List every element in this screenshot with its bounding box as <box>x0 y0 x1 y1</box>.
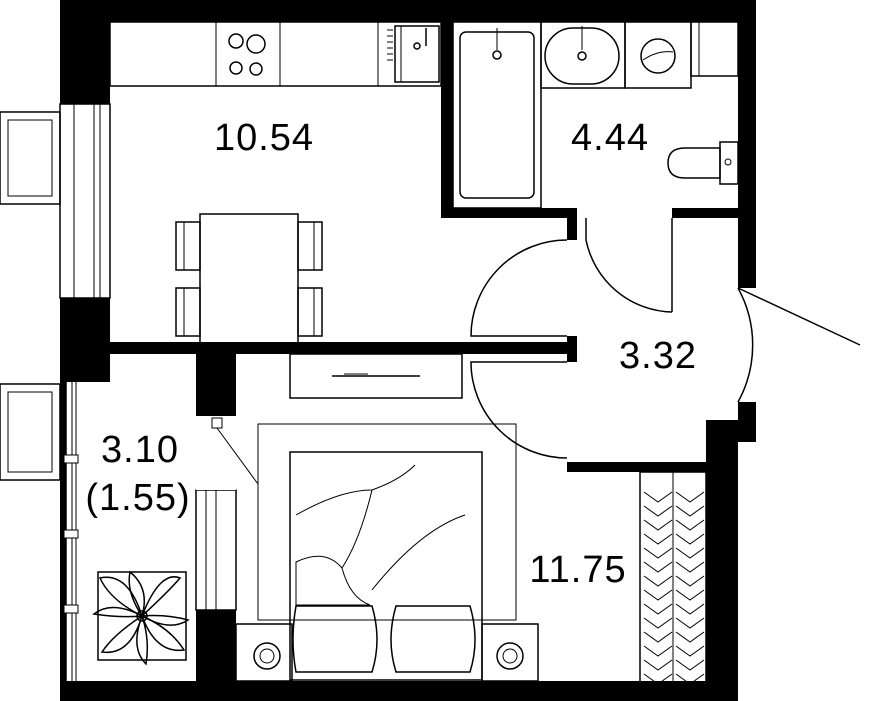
sink-icon <box>387 25 440 83</box>
wall-bottom <box>60 681 738 701</box>
wardrobe-hatch-line <box>675 519 705 531</box>
kitchen-window-sill <box>0 111 61 205</box>
kitchen-door-swing <box>470 239 568 337</box>
hallway-area-label: 3.32 <box>619 335 697 377</box>
tv-stand <box>289 353 463 399</box>
bathtub-icon <box>452 21 542 209</box>
wall-right-upper <box>738 0 756 288</box>
stove-icon <box>228 33 266 76</box>
wardrobe-hatch-line <box>643 547 673 559</box>
wardrobe-hatch-line <box>675 533 705 545</box>
wardrobe-hatch-line <box>643 603 673 615</box>
wardrobe-hatch-line <box>675 645 705 657</box>
wardrobe-hatch-line <box>643 673 673 685</box>
wall-kitchen-bedroom <box>60 342 570 354</box>
bedroom-fixtures <box>235 353 539 682</box>
plant-icon <box>92 570 190 666</box>
wardrobe-hatch-line <box>643 631 673 643</box>
wardrobe-hatch-line <box>675 603 705 615</box>
wardrobe-hatch-line <box>643 561 673 573</box>
wall-jamb-mid <box>567 336 577 362</box>
wardrobe-hatch-line <box>675 673 705 685</box>
wall-bath-bottom-right <box>672 208 742 218</box>
wall-balcony-right-lower <box>196 610 236 701</box>
wardrobe-hatch-line <box>643 645 673 657</box>
room-labels: 10.54 4.44 3.32 11.75 3.10 (1.55) <box>85 117 697 591</box>
bathroom-area-label: 4.44 <box>571 117 649 159</box>
wardrobe-hatch-line <box>675 561 705 573</box>
walls <box>60 0 756 701</box>
kitchen-counter <box>109 21 442 87</box>
kitchen-area-label: 10.54 <box>214 117 314 159</box>
washbasin-icon <box>540 21 626 89</box>
bedroom-door-swing <box>470 361 568 459</box>
wardrobe-hatch-line <box>675 631 705 643</box>
wall-left-middle <box>60 298 110 382</box>
wardrobe-hatch-line <box>643 491 673 503</box>
wall-balcony-left <box>60 382 66 682</box>
windows <box>0 103 707 683</box>
bathroom-door-swing <box>585 218 673 313</box>
wall-top <box>60 0 756 22</box>
kitchen-window <box>59 103 111 299</box>
doors <box>470 218 861 459</box>
wall-bath-left <box>441 0 453 218</box>
washing-machine-icon <box>624 21 692 89</box>
wardrobe-hatch <box>643 491 705 685</box>
wardrobe-hatch-line <box>643 505 673 517</box>
wardrobe-hatch-line <box>643 519 673 531</box>
wardrobe-hatch-line <box>675 617 705 629</box>
wardrobe-hatch-line <box>643 659 673 671</box>
wardrobe-hatch-line <box>675 659 705 671</box>
wardrobe-hatch-line <box>675 491 705 503</box>
bed-icon <box>253 451 524 681</box>
wall-left-upper <box>60 0 110 104</box>
balcony-reduced-area-label: (1.55) <box>85 477 190 519</box>
balcony-window-sill <box>0 383 61 481</box>
wardrobe-hatch-line <box>675 547 705 559</box>
wall-hall-bottom <box>567 462 727 472</box>
wardrobe-hatch-line <box>675 589 705 601</box>
wardrobe-hatch-line <box>643 617 673 629</box>
balcony-area-label: 3.10 <box>101 429 179 471</box>
wardrobe-hatch-line <box>643 533 673 545</box>
wall-bath-bottom-left <box>441 208 577 218</box>
bathroom-fixtures <box>452 21 739 209</box>
bath-shelf <box>690 21 739 77</box>
toilet-icon <box>667 141 739 185</box>
wardrobe-hatch-line <box>643 575 673 587</box>
bedroom-area-label: 11.75 <box>529 549 626 591</box>
wardrobe-hatch-line <box>675 575 705 587</box>
dining-table-icon <box>175 213 323 345</box>
kitchen-fixtures <box>109 21 442 345</box>
bedroom-rug <box>257 423 517 621</box>
wardrobe-hatch-line <box>675 505 705 517</box>
wall-jamb-top <box>567 218 577 240</box>
wardrobe-hatch-line <box>643 589 673 601</box>
entrance-door-swing <box>737 287 754 403</box>
